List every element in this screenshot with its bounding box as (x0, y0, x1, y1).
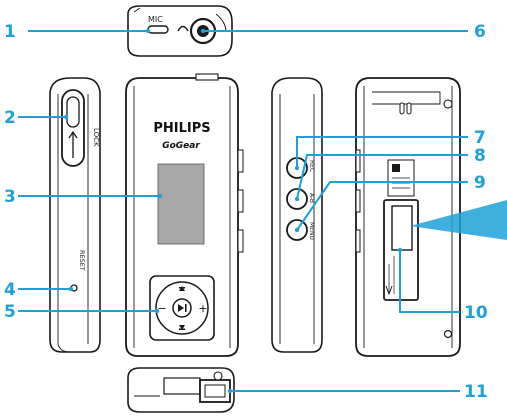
volume-down-icon: − (157, 302, 166, 315)
reset-label: RESET (78, 250, 86, 271)
display-screen (157, 163, 205, 245)
mic-hole (147, 25, 169, 34)
callout-number-8: 8 (474, 146, 486, 166)
bottom-view (127, 367, 235, 413)
leader-line-10 (399, 250, 460, 313)
front-view: PHILIPS GoGear − + (125, 73, 244, 357)
callout-lines (18, 30, 468, 392)
usb-port-cap (163, 377, 201, 395)
rec-label: REC (308, 160, 315, 172)
menu-label: MENU (308, 222, 315, 240)
headphone-icon (177, 25, 189, 32)
volume-up-icon: + (198, 302, 207, 315)
callout-number-1: 1 (4, 22, 16, 42)
leader-line-7 (296, 136, 468, 168)
callout-number-6: 6 (474, 22, 486, 42)
mic-label: MIC (148, 15, 163, 24)
left-side-view: LOCK RESET (49, 77, 101, 353)
model-logo: GoGear (162, 141, 200, 151)
callout-number-4: 4 (4, 280, 16, 300)
right-side-view: REC A-B MENU (271, 77, 323, 353)
arrow-pointer-icon (410, 200, 507, 240)
callout-number-10: 10 (464, 303, 488, 323)
callout-number-9: 9 (474, 173, 486, 193)
ab-label: A-B (308, 193, 315, 203)
lock-label: LOCK (92, 128, 100, 147)
next-icon (179, 325, 185, 330)
leader-line-8 (296, 154, 468, 200)
leader-line-9 (296, 181, 468, 231)
callout-numbers: 1 2 3 4 5 6 7 8 9 10 11 (4, 22, 488, 402)
callout-number-3: 3 (4, 187, 16, 207)
play-icon (178, 304, 184, 312)
brand-logo: PHILIPS (153, 121, 210, 136)
callout-number-7: 7 (474, 128, 486, 148)
callout-number-2: 2 (4, 108, 16, 128)
callout-number-5: 5 (4, 302, 16, 322)
callout-dots (63, 28, 403, 394)
callout-number-11: 11 (464, 382, 488, 402)
